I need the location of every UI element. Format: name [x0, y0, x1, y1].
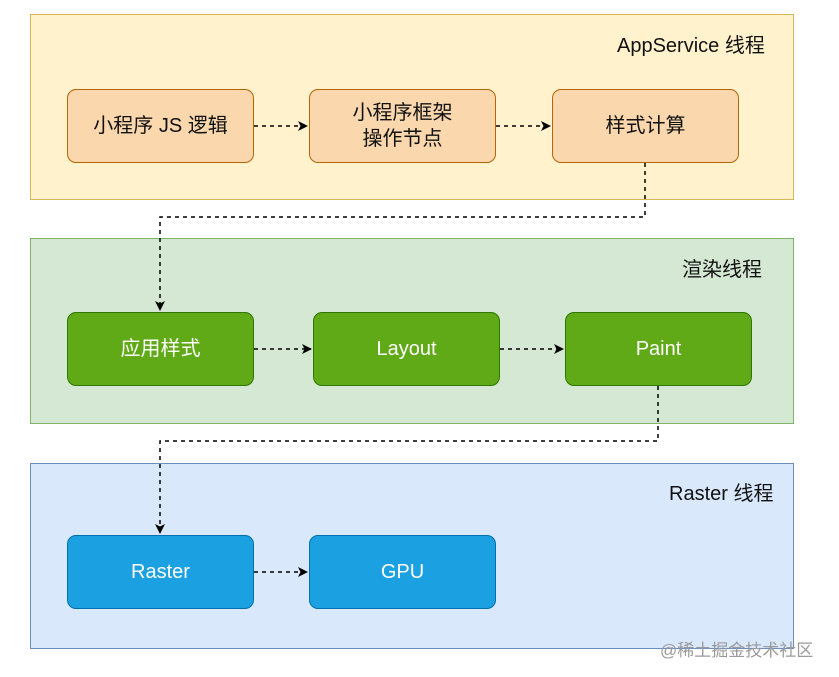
node-style-calc: 样式计算 — [552, 89, 739, 163]
node-framework-ops: 小程序框架 操作节点 — [309, 89, 496, 163]
node-layout: Layout — [313, 312, 500, 386]
appservice-thread-title: AppService 线程 — [617, 35, 765, 57]
node-apply-style: 应用样式 — [67, 312, 254, 386]
node-raster: Raster — [67, 535, 254, 609]
node-gpu: GPU — [309, 535, 496, 609]
node-paint: Paint — [565, 312, 752, 386]
watermark-text: @稀土掘金技术社区 — [660, 641, 814, 660]
raster-thread-title: Raster 线程 — [669, 483, 774, 505]
render-thread-title: 渲染线程 — [682, 259, 762, 281]
node-js-logic: 小程序 JS 逻辑 — [67, 89, 254, 163]
